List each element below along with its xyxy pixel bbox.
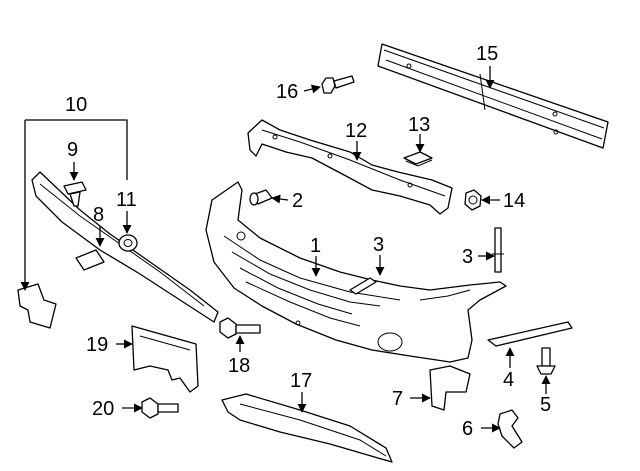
- callout-11: 11: [116, 189, 137, 211]
- callout-6: 6: [462, 418, 473, 440]
- bolt-part[interactable]: [321, 75, 355, 94]
- pad-part[interactable]: [403, 151, 433, 167]
- retainer-part[interactable]: [497, 409, 523, 449]
- emblem-part[interactable]: [17, 283, 57, 329]
- callout-12: 12: [345, 120, 367, 142]
- bolt-part[interactable]: [141, 397, 179, 419]
- callout-8: 8: [93, 204, 104, 226]
- callout-4: 4: [503, 369, 514, 391]
- callout-15: 15: [476, 43, 498, 65]
- callout-13: 13: [408, 114, 430, 136]
- bumper-cover-part[interactable]: [205, 181, 507, 363]
- bracket-part[interactable]: [429, 365, 471, 411]
- trim-strip-part[interactable]: [487, 321, 573, 347]
- pin-part[interactable]: [492, 227, 504, 273]
- impact-bar-part[interactable]: [377, 43, 609, 149]
- screw-part[interactable]: [536, 347, 556, 375]
- callout-17: 17: [290, 370, 312, 392]
- clip-part[interactable]: [349, 277, 377, 295]
- license-bracket-part[interactable]: [131, 325, 199, 393]
- push-pin-part[interactable]: [63, 181, 87, 207]
- callout-5: 5: [540, 394, 551, 416]
- bumper-bracket-part[interactable]: [247, 119, 453, 215]
- grommet-part[interactable]: [118, 234, 138, 252]
- leader-lines: [20, 66, 551, 433]
- plug-part[interactable]: [249, 189, 273, 206]
- callout-3: 3: [462, 246, 473, 268]
- callout-19: 19: [86, 334, 108, 356]
- callout-16: 16: [276, 81, 298, 103]
- callout-20: 20: [92, 398, 114, 420]
- callout-14: 14: [503, 190, 525, 212]
- callout-7: 7: [392, 388, 403, 410]
- callout-2: 2: [292, 190, 303, 212]
- callout-9: 9: [67, 139, 78, 161]
- callout-1: 1: [310, 235, 321, 257]
- callout-3: 3: [373, 234, 384, 256]
- bolt-part[interactable]: [219, 317, 261, 339]
- callout-18: 18: [228, 355, 250, 377]
- callout-10: 10: [65, 94, 87, 116]
- nut-part[interactable]: [464, 189, 482, 211]
- deflector-part[interactable]: [221, 393, 393, 463]
